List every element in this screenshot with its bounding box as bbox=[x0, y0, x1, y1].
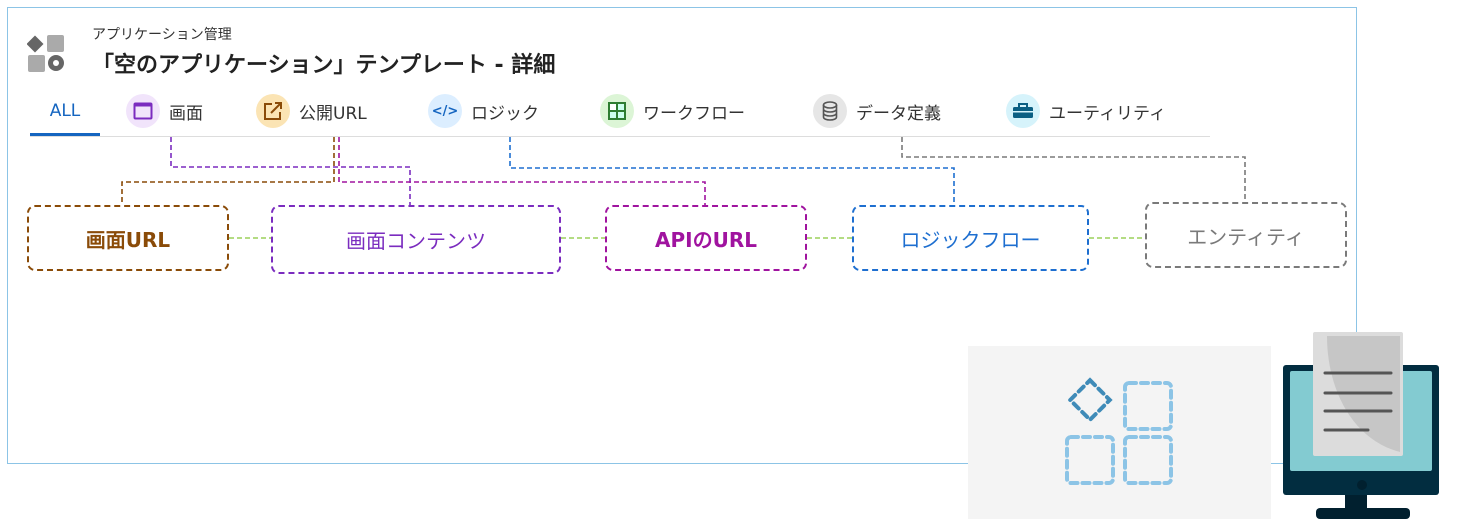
tab-public-url[interactable]: 公開URL bbox=[256, 88, 367, 134]
window-icon bbox=[126, 94, 160, 128]
database-icon bbox=[813, 94, 847, 128]
code-icon: </> bbox=[428, 94, 462, 128]
app-management-icon bbox=[27, 35, 64, 72]
monitor-document-icon bbox=[1283, 332, 1439, 519]
tab-utility[interactable]: ユーティリティ bbox=[1006, 88, 1166, 134]
tab-label: 画面 bbox=[169, 103, 203, 124]
empty-layout-illustration bbox=[968, 346, 1271, 519]
connector-api-url bbox=[338, 137, 706, 205]
node-logic-flow[interactable]: ロジックフロー bbox=[852, 205, 1089, 271]
node-label: ロジックフロー bbox=[900, 227, 1041, 252]
node-screen-url[interactable]: 画面URL bbox=[27, 205, 229, 271]
category-tabs: ALL 画面 公開URL </> ロジック ワークフロー データ定義 ユーティリ… bbox=[30, 88, 1210, 137]
node-label: エンティティ bbox=[1187, 224, 1305, 249]
tab-label: ワークフロー bbox=[643, 103, 745, 124]
workflow-icon bbox=[600, 94, 634, 128]
node-label: 画面コンテンツ bbox=[346, 229, 486, 253]
toolbox-icon bbox=[1006, 94, 1040, 128]
breadcrumb: アプリケーション管理 bbox=[92, 27, 232, 43]
tab-screen[interactable]: 画面 bbox=[126, 88, 203, 134]
connector-data-definition bbox=[901, 137, 1246, 202]
external-link-icon bbox=[256, 94, 290, 128]
page-title: 「空のアプリケーション」テンプレート - 詳細 bbox=[92, 53, 556, 78]
tab-label: 公開URL bbox=[299, 103, 367, 124]
connector-logic bbox=[509, 137, 955, 205]
tab-data-definition[interactable]: データ定義 bbox=[813, 88, 941, 134]
tab-label: ALL bbox=[49, 100, 81, 121]
node-label: APIのURL bbox=[655, 227, 757, 252]
tab-label: データ定義 bbox=[856, 103, 941, 124]
tab-label: ロジック bbox=[471, 103, 539, 124]
node-label: 画面URL bbox=[85, 227, 171, 252]
tab-label: ユーティリティ bbox=[1049, 103, 1166, 124]
node-api-url[interactable]: APIのURL bbox=[605, 205, 807, 271]
tab-workflow[interactable]: ワークフロー bbox=[600, 88, 745, 134]
connector-screen bbox=[170, 137, 411, 205]
node-screen-content[interactable]: 画面コンテンツ bbox=[271, 205, 561, 274]
node-entity[interactable]: エンティティ bbox=[1145, 202, 1347, 268]
tab-all[interactable]: ALL bbox=[30, 88, 100, 136]
tab-logic[interactable]: </> ロジック bbox=[428, 88, 539, 134]
connector-public-url bbox=[121, 137, 335, 205]
dashed-blocks-icon bbox=[1065, 377, 1173, 485]
